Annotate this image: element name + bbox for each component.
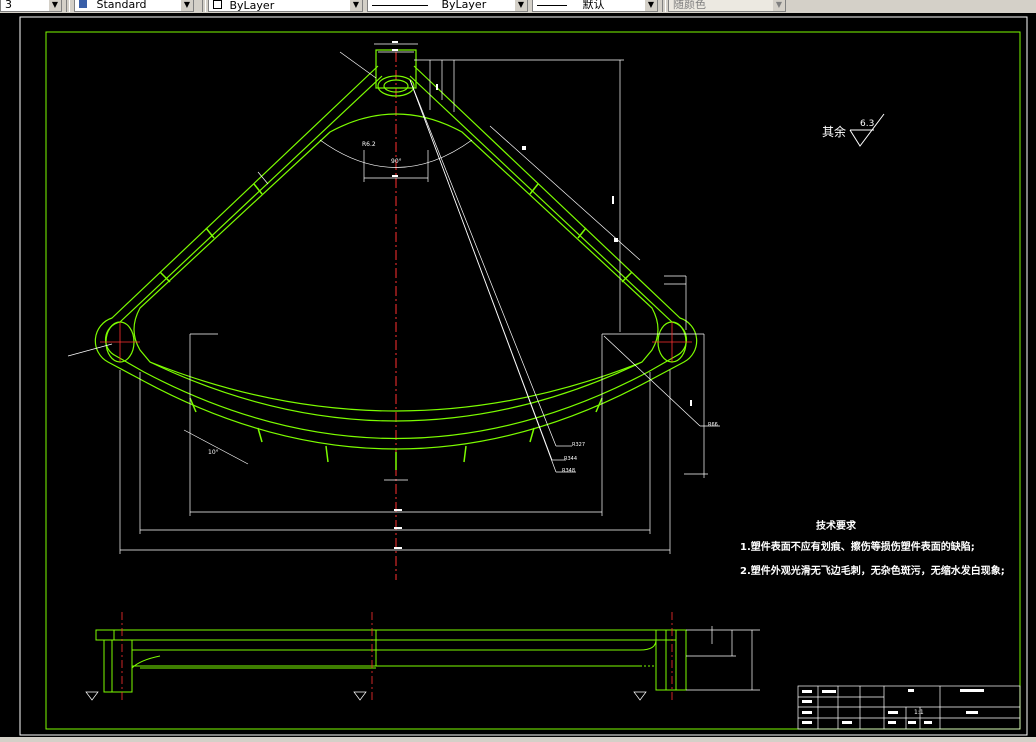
properties-toolbar: 3 ▼ Standard ▼ ByLayer ▼ ByLayer ▼ 默认 ▼ … bbox=[0, 0, 1036, 13]
title-block-cells bbox=[802, 689, 984, 724]
chevron-down-icon[interactable]: ▼ bbox=[181, 0, 193, 11]
tech-requirements-line1: 1.塑件表面不应有划痕、擦伤等损伤塑件表面的缺陷; bbox=[740, 542, 975, 553]
lineweight-sample-icon bbox=[537, 4, 567, 6]
layer-value: 3 bbox=[5, 0, 12, 11]
text-style-icon bbox=[79, 0, 87, 8]
text-style-value: Standard bbox=[96, 0, 147, 11]
dim-r348: R348 bbox=[562, 468, 575, 474]
rib-lines bbox=[159, 183, 633, 470]
linetype-sample-icon bbox=[372, 4, 428, 6]
color-control-value: ByLayer bbox=[229, 0, 275, 12]
chevron-down-icon[interactable]: ▼ bbox=[773, 0, 785, 11]
dim-r327: R327 bbox=[572, 442, 585, 448]
dim-r66: R66 bbox=[708, 422, 718, 428]
chevron-down-icon[interactable]: ▼ bbox=[350, 0, 362, 11]
cad-drawing: 90° 10° R327 R344 R348 R66 R6.2 其余 6.3 bbox=[19, 16, 1028, 736]
side-view bbox=[95, 629, 687, 693]
dim-r62: R6.2 bbox=[362, 141, 376, 148]
layer-dropdown[interactable]: 3 ▼ bbox=[0, 0, 62, 12]
text-style-dropdown[interactable]: Standard ▼ bbox=[74, 0, 194, 12]
chevron-down-icon[interactable]: ▼ bbox=[515, 0, 527, 11]
sheet-inner-border bbox=[45, 31, 1021, 730]
drawing-canvas[interactable]: 90° 10° R327 R344 R348 R66 R6.2 其余 6.3 bbox=[0, 13, 1036, 737]
title-block bbox=[797, 685, 1021, 730]
lineweight-control-value: 默认 bbox=[582, 0, 605, 11]
linetype-control-dropdown[interactable]: ByLayer ▼ bbox=[367, 0, 528, 12]
plot-style-dropdown[interactable]: 随颜色 ▼ bbox=[668, 0, 786, 12]
roughness-label: 其余 bbox=[822, 124, 846, 139]
tech-requirements-title: 技术要求 bbox=[816, 521, 856, 532]
color-control-dropdown[interactable]: ByLayer ▼ bbox=[208, 0, 363, 12]
tech-requirements-line2: 2.塑件外观光滑无飞边毛刺，无杂色斑污，无缩水发白现象; bbox=[740, 566, 1005, 577]
chevron-down-icon[interactable]: ▼ bbox=[49, 0, 61, 11]
roughness-symbol bbox=[849, 113, 885, 147]
side-view-centerlines bbox=[121, 612, 673, 700]
toolbar-separator bbox=[66, 0, 70, 12]
title-block-scale: 1:1 bbox=[914, 709, 924, 716]
side-view-dims bbox=[85, 626, 760, 701]
lineweight-control-dropdown[interactable]: 默认 ▼ bbox=[532, 0, 658, 12]
dim-angle-top: 90° bbox=[391, 158, 402, 165]
dim-r344: R344 bbox=[564, 456, 577, 462]
dimension-lines bbox=[67, 43, 720, 554]
sheet-outer-border bbox=[19, 16, 1028, 736]
linetype-control-value: ByLayer bbox=[441, 0, 487, 11]
roughness-value: 6.3 bbox=[860, 119, 874, 129]
plot-style-value: 随颜色 bbox=[673, 0, 706, 11]
toolbar-separator bbox=[202, 0, 206, 12]
status-bar bbox=[0, 737, 1036, 742]
color-swatch-icon bbox=[213, 0, 222, 9]
small-dim-marks bbox=[392, 41, 692, 549]
chevron-down-icon[interactable]: ▼ bbox=[645, 0, 657, 11]
dim-angle-bottom: 10° bbox=[208, 449, 219, 456]
hole-center-marks bbox=[100, 322, 692, 362]
toolbar-separator bbox=[662, 0, 666, 12]
